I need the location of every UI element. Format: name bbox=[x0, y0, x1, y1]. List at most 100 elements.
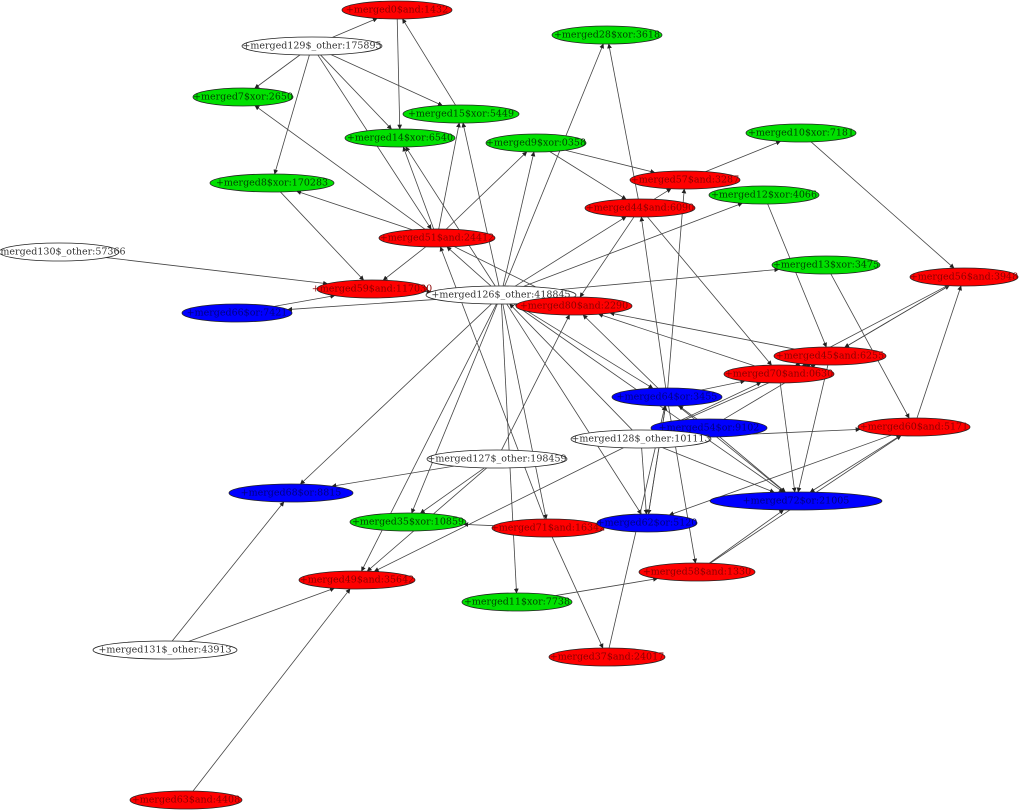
edge-n1-n0 bbox=[332, 17, 378, 38]
graph-node-n34: +merged11$xor:7738 bbox=[461, 592, 573, 612]
node-label-n0: +merged0$and:1432 bbox=[346, 5, 448, 16]
edge-n34-n33 bbox=[555, 576, 658, 596]
node-label-n16: +merged59$and:117030 bbox=[312, 284, 432, 295]
node-ellipse-n24 bbox=[857, 417, 971, 437]
edge-n7-n15 bbox=[810, 141, 955, 269]
edge-n12-n9 bbox=[296, 190, 413, 231]
node-label-n21: +merged70$and:0630 bbox=[725, 369, 833, 380]
node-label-n5: +merged14$xor:6540 bbox=[347, 133, 453, 144]
edge-n17-n31 bbox=[506, 303, 642, 515]
edge-n8-n7 bbox=[705, 140, 781, 173]
graph-node-n1: +merged129$_other:175895 bbox=[241, 36, 383, 56]
node-ellipse-n7 bbox=[745, 123, 857, 143]
node-label-n2: +merged28$xor:3618 bbox=[554, 30, 660, 41]
node-ellipse-n20 bbox=[773, 346, 887, 366]
node-ellipse-n36 bbox=[548, 647, 666, 667]
edge-n17-n30 bbox=[502, 303, 548, 520]
node-ellipse-n33 bbox=[638, 562, 756, 582]
node-label-n10: +merged44$and:6090 bbox=[586, 203, 694, 214]
edge-n35-n32 bbox=[188, 587, 335, 642]
edge-n17-n19 bbox=[287, 299, 436, 312]
node-label-n4: +merged15$xor:5449 bbox=[408, 109, 514, 120]
node-ellipse-n5 bbox=[344, 128, 456, 148]
graph-node-n16: +merged59$and:117030 bbox=[312, 279, 432, 299]
node-ellipse-n11 bbox=[708, 185, 820, 205]
graph-node-n21: +merged70$and:0630 bbox=[723, 364, 835, 384]
node-ellipse-n26 bbox=[426, 449, 568, 469]
node-label-n19: +merged66$or:7421 bbox=[187, 308, 288, 319]
graph-node-n28: +merged72$or:21005 bbox=[709, 491, 883, 511]
edge-n6-n8 bbox=[565, 149, 656, 174]
node-ellipse-n22 bbox=[611, 387, 723, 407]
edge-n22-n8 bbox=[667, 188, 687, 389]
node-label-n9: +merged8$xor:170283 bbox=[216, 178, 328, 189]
edge-n17-n34 bbox=[501, 303, 519, 594]
edge-n15-n20 bbox=[844, 285, 950, 348]
graph-node-n20: +merged45$and:6255 bbox=[773, 346, 887, 366]
edge-n14-n24 bbox=[830, 273, 910, 419]
node-ellipse-n14 bbox=[771, 255, 881, 275]
graph-node-n35: +merged131$_other:43913 bbox=[92, 640, 238, 660]
node-ellipse-n15 bbox=[909, 267, 1019, 287]
edge-n17-n14 bbox=[560, 267, 780, 290]
edge-n20-n18 bbox=[609, 311, 795, 350]
graph-node-n2: +merged28$xor:3618 bbox=[551, 25, 663, 45]
edge-n17-n22 bbox=[515, 303, 654, 389]
graph-node-n11: +merged12$xor:4066 bbox=[708, 185, 820, 205]
node-ellipse-n4 bbox=[402, 104, 520, 124]
node-label-n6: +merged9$xor:0358 bbox=[486, 138, 586, 149]
node-label-n20: +merged45$and:6255 bbox=[776, 351, 884, 362]
graph-node-n31: +merged62$or:5120 bbox=[596, 513, 698, 533]
node-ellipse-n27 bbox=[228, 483, 354, 503]
node-label-n30: +merged71$and:16342 bbox=[491, 523, 605, 534]
node-ellipse-n10 bbox=[584, 198, 696, 218]
graph-node-n4: +merged15$xor:5449 bbox=[402, 104, 520, 124]
edge-n17-n6 bbox=[502, 151, 536, 287]
graph-node-n24: +merged60$and:5171 bbox=[857, 417, 971, 437]
node-ellipse-n12 bbox=[378, 228, 496, 248]
graph-node-n3: +merged7$xor:2650 bbox=[192, 87, 294, 107]
node-ellipse-n35 bbox=[92, 640, 238, 660]
node-ellipse-n0 bbox=[341, 0, 453, 20]
graph-node-n19: +merged66$or:7421 bbox=[181, 303, 293, 323]
edge-n11-n20 bbox=[767, 203, 827, 348]
edge-n10-n21 bbox=[647, 216, 772, 366]
node-label-n17: +merged126$_other:418845 bbox=[431, 290, 570, 301]
edge-n30-n29 bbox=[463, 522, 494, 527]
node-label-n23: +merged54$or:9102 bbox=[659, 423, 760, 434]
node-ellipse-n2 bbox=[551, 25, 663, 45]
graph-node-n7: +merged10$xor:7181 bbox=[745, 123, 857, 143]
node-label-n36: +merged37$and:24017 bbox=[550, 652, 664, 663]
edge-n25-n17 bbox=[509, 303, 633, 431]
graph-node-n27: +merged68$or:8815 bbox=[228, 483, 354, 503]
graph-node-n6: +merged9$xor:0358 bbox=[485, 133, 587, 153]
node-label-n11: +merged12$xor:4066 bbox=[711, 190, 817, 201]
edge-n20-n28 bbox=[796, 364, 829, 493]
edge-n22-n18 bbox=[582, 314, 659, 389]
node-ellipse-n32 bbox=[298, 570, 416, 590]
edge-n1-n5 bbox=[320, 54, 392, 130]
node-label-n27: +merged68$or:8815 bbox=[241, 488, 342, 499]
node-ellipse-n6 bbox=[485, 133, 587, 153]
edge-n25-n32 bbox=[373, 447, 624, 572]
edge-n19-n16 bbox=[274, 294, 336, 307]
node-label-n12: +merged51$and:24412 bbox=[380, 233, 494, 244]
graph-node-n9: +merged8$xor:170283 bbox=[209, 173, 335, 193]
node-ellipse-n34 bbox=[461, 592, 573, 612]
edge-n12-n5 bbox=[402, 146, 435, 230]
node-ellipse-n21 bbox=[723, 364, 835, 384]
node-label-n15: +merged56$and:3948 bbox=[910, 272, 1018, 283]
edge-n23-n28 bbox=[719, 436, 786, 493]
node-ellipse-n8 bbox=[629, 170, 741, 190]
graph-node-n22: +merged64$or:3455 bbox=[611, 387, 723, 407]
edge-n30-n36 bbox=[551, 536, 604, 649]
node-label-n31: +merged62$or:5120 bbox=[597, 518, 698, 529]
edge-n26-n29 bbox=[420, 467, 485, 514]
node-label-n1: +merged129$_other:175895 bbox=[242, 41, 381, 52]
edge-n21-n28 bbox=[779, 382, 797, 493]
graph-node-n30: +merged71$and:16342 bbox=[491, 518, 605, 538]
edge-n24-n15 bbox=[916, 285, 962, 419]
node-label-n3: +merged7$xor:2650 bbox=[193, 92, 293, 103]
edge-n25-n31 bbox=[641, 447, 649, 515]
edge-n9-n16 bbox=[280, 191, 364, 281]
